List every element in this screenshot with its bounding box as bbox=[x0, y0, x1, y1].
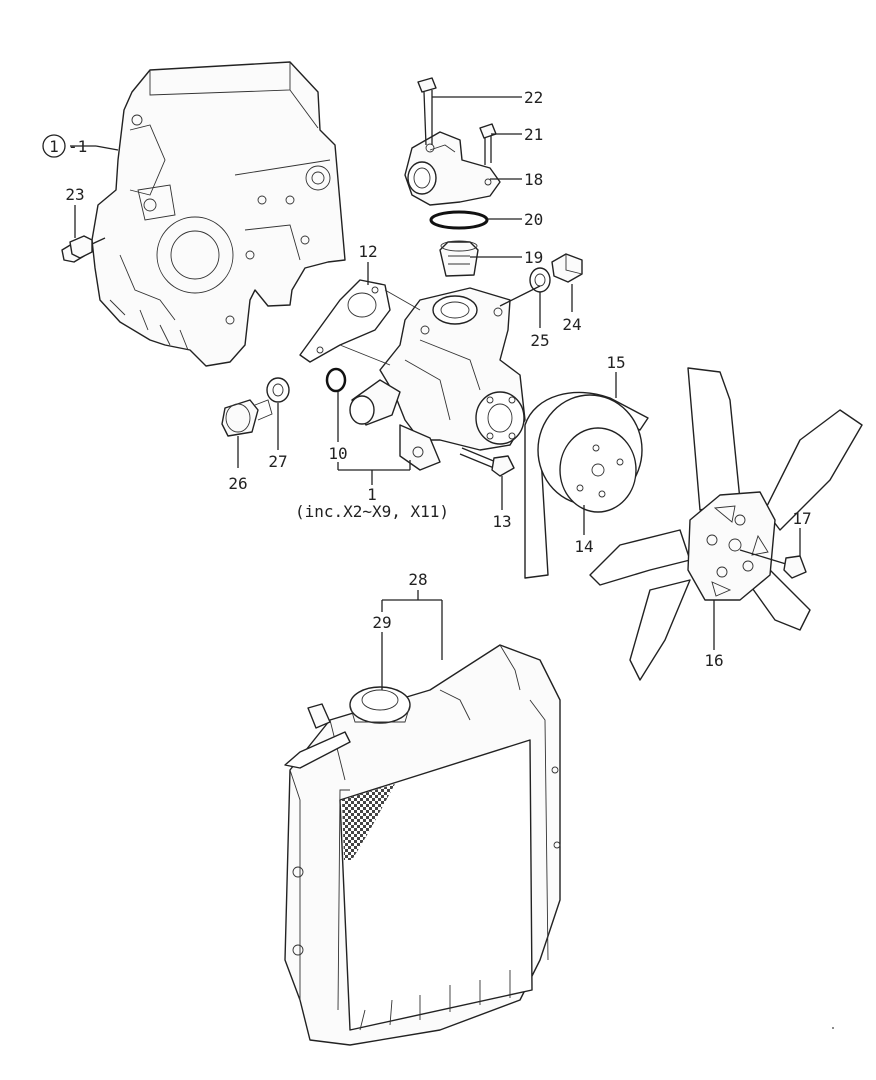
callout-14: 14 bbox=[574, 537, 593, 556]
callout-23: 23 bbox=[65, 185, 84, 204]
callout-1-circle-text: 1 bbox=[49, 137, 59, 156]
callout-28: 28 bbox=[408, 570, 427, 589]
part-23-plug bbox=[61, 235, 106, 263]
callout-10: 10 bbox=[328, 444, 347, 463]
part-10-o-ring bbox=[325, 367, 347, 393]
part-21-bolt bbox=[479, 123, 497, 165]
part-12-gasket bbox=[299, 279, 391, 363]
part-22-long-bolt bbox=[417, 77, 437, 146]
part-17-bolt bbox=[739, 549, 807, 579]
part-28-radiator bbox=[284, 644, 561, 1046]
radiator-core-mesh bbox=[342, 784, 395, 860]
callout-26: 26 bbox=[228, 474, 247, 493]
callout-13: 13 bbox=[492, 512, 511, 531]
callout-27: 27 bbox=[268, 452, 287, 471]
callout-17: 17 bbox=[792, 509, 811, 528]
scan-dot bbox=[832, 1027, 834, 1029]
part-16-fan bbox=[589, 367, 863, 681]
callout-1-engine: 1 -1 bbox=[42, 134, 87, 158]
part-29-radiator-cap bbox=[349, 686, 411, 724]
part-24-sensor bbox=[551, 253, 583, 283]
callout-25: 25 bbox=[530, 331, 549, 350]
part-26-plug bbox=[221, 399, 273, 437]
callout-1-note: (inc.X2~X9, X11) bbox=[295, 502, 449, 521]
part-27-washer bbox=[266, 377, 290, 403]
part-20-o-ring bbox=[429, 210, 489, 230]
part-14-pulley bbox=[537, 394, 643, 513]
water-pump-body bbox=[349, 287, 526, 471]
callout-15: 15 bbox=[606, 353, 625, 372]
callout-21: 21 bbox=[524, 125, 543, 144]
callout-18: 18 bbox=[524, 170, 543, 189]
callout-24: 24 bbox=[562, 315, 581, 334]
part-19-thermostat bbox=[439, 240, 479, 277]
callout-19: 19 bbox=[524, 248, 543, 267]
callout-circle bbox=[42, 134, 66, 158]
callout-16: 16 bbox=[704, 651, 723, 670]
callout-12: 12 bbox=[358, 242, 377, 261]
callout-1-dash-text: -1 bbox=[68, 137, 87, 156]
engine-block bbox=[91, 61, 346, 367]
part-13-bolt bbox=[459, 447, 515, 477]
part-25-washer bbox=[529, 267, 551, 293]
part-18-thermostat-cover bbox=[404, 131, 501, 206]
callout-29: 29 bbox=[372, 613, 391, 632]
callout-22: 22 bbox=[524, 88, 543, 107]
callout-20: 20 bbox=[524, 210, 543, 229]
callout-1-pump: 1 bbox=[367, 485, 377, 504]
leader-lines bbox=[70, 96, 801, 690]
